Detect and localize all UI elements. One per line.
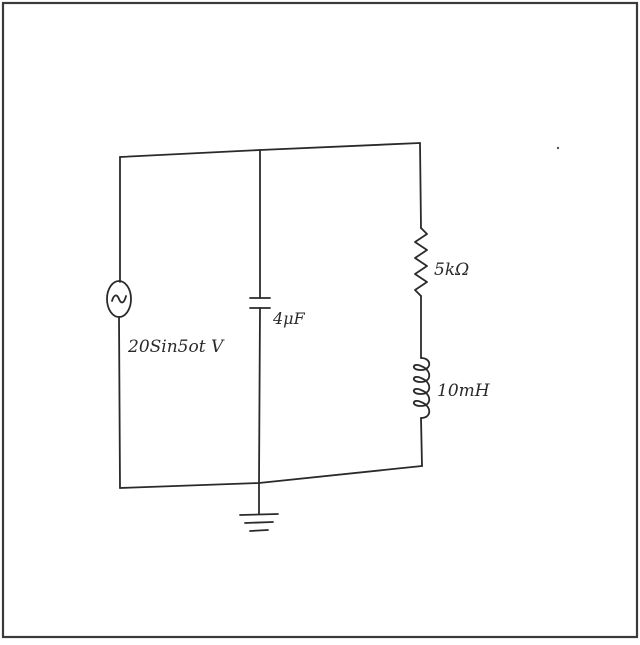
- inductor-symbol: [412, 357, 431, 419]
- ground-line-2: [244, 521, 274, 524]
- inductor-bottom-wire: [420, 417, 423, 467]
- sine-wave-icon: [111, 294, 127, 304]
- top-wire: [119, 142, 421, 158]
- stray-dot: [556, 146, 560, 150]
- source-bottom-wire: [118, 316, 121, 489]
- bottom-wire: [119, 465, 423, 489]
- source-label: 20Sin5ot V: [127, 337, 225, 357]
- capacitor-bottom-wire: [258, 307, 261, 484]
- ac-source-symbol: [106, 280, 132, 318]
- resistor-symbol: [414, 227, 428, 297]
- inductor-label: 10mH: [437, 381, 491, 401]
- capacitor-label: 4μF: [272, 309, 306, 328]
- resistor-top-wire: [419, 142, 422, 229]
- ground-line-1: [239, 513, 279, 516]
- ground-line-3: [249, 529, 269, 532]
- resistor-label: 5kΩ: [434, 260, 469, 280]
- capacitor-symbol: [249, 297, 271, 309]
- ground-icon: [239, 513, 279, 532]
